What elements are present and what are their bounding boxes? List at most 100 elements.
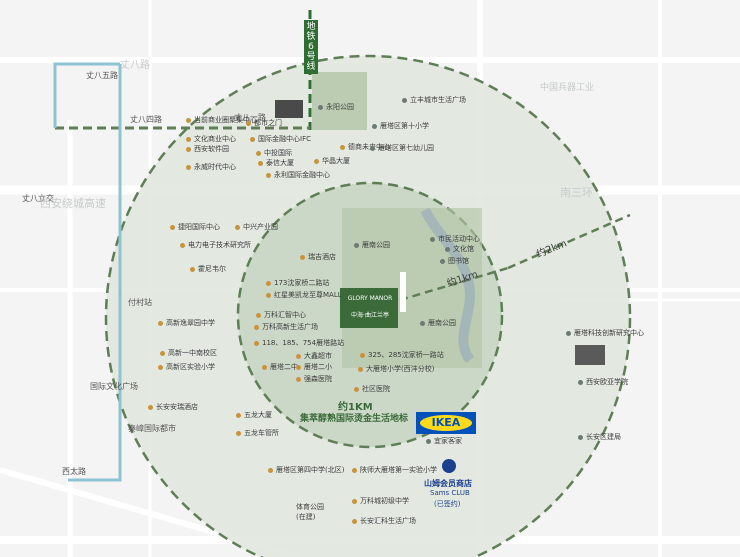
poi-dot-icon — [148, 404, 153, 410]
poi-item: 高新逸翠园中学 — [158, 318, 215, 328]
poi-item: 当前商业圈聚集中心 — [186, 115, 257, 125]
poi-item: 长安区建局 — [578, 432, 621, 442]
poi-item: 万科城初级中学 — [352, 496, 409, 506]
project-name: GLORY MANOR — [347, 295, 393, 302]
poi-label: 华晶大厦 — [322, 157, 350, 165]
ikea-oval — [420, 415, 472, 431]
sams-en: Sams CLUB — [430, 489, 470, 497]
poi-label: 社区医院 — [362, 385, 390, 393]
poi-dot-icon — [340, 144, 345, 150]
poi-item: 中投国际 — [256, 148, 292, 158]
project-block — [340, 288, 398, 328]
poi-item: 社区医院 — [354, 384, 390, 394]
poi-dot-icon — [246, 120, 251, 126]
dushi-gate-icon — [275, 100, 303, 118]
park-south-name: 体育公园 — [296, 503, 324, 511]
poi-label: 高新逸翠园中学 — [166, 319, 215, 327]
poi-item: 雁塔区第十小学 — [372, 121, 429, 131]
poi-dot-icon — [158, 320, 163, 326]
location-pin-icon — [578, 379, 583, 385]
poi-label: 雁塔区第七幼儿园 — [378, 144, 434, 152]
location-pin-icon — [578, 434, 583, 440]
poi-label: 立丰城市生活广场 — [410, 96, 466, 104]
poi-dot-icon — [296, 376, 301, 382]
line5-stop-2: 丈八四路 — [130, 115, 162, 124]
poi-item: 雁塔区第七幼儿园 — [370, 143, 434, 153]
poi-item: 西安软件园 — [186, 144, 229, 154]
poi-item: 华晶大厦 — [314, 156, 350, 166]
line5-stop-6: 国际文化广场 — [90, 382, 138, 391]
poi-dot-icon — [266, 172, 271, 178]
poi-item: 永利国际金融中心 — [266, 170, 330, 180]
poi-item: 国际金融中心IFC — [250, 134, 311, 144]
project-road — [400, 272, 406, 312]
poi-item: 雁塔科技创新研究中心 — [566, 328, 644, 338]
line5-stop-4: 付村站 — [128, 298, 152, 307]
poi-dot-icon — [268, 467, 273, 473]
poi-dot-icon — [236, 412, 241, 418]
yongyang-park — [312, 72, 367, 130]
location-pin-icon — [445, 246, 450, 252]
line5-stop-3: 丈八立交 — [22, 194, 54, 203]
poi-item: 五龙大厦 — [236, 410, 272, 420]
poi-item: 西安欧亚学院 — [578, 377, 628, 387]
poi-item: 118、185、754雁塔路站 — [254, 338, 344, 348]
poi-item: 大雁塔小学(西沣分校) — [358, 364, 434, 374]
poi-label: 永威时代中心 — [194, 163, 236, 171]
poi-item: 325、285沈家桥一路站 — [360, 350, 444, 360]
poi-label: 永阳公园 — [326, 103, 354, 111]
poi-item: 雁南公园 — [420, 318, 456, 328]
location-pin-icon — [566, 330, 571, 336]
poi-label: 雁塔科技创新研究中心 — [574, 329, 644, 337]
poi-dot-icon — [256, 312, 261, 318]
poi-label: 捷阳国际中心 — [178, 223, 220, 231]
km1-label: 约1km — [445, 269, 480, 290]
poi-dot-icon — [235, 224, 240, 230]
poi-dot-icon — [186, 164, 191, 170]
poi-item: 雁塔二中 — [262, 362, 298, 372]
poi-dot-icon — [358, 366, 363, 372]
poi-label: 雁塔区第十小学 — [380, 122, 429, 130]
university-icon — [575, 345, 605, 365]
poi-item: 雁南公园 — [354, 240, 390, 250]
poi-dot-icon — [254, 340, 259, 346]
poi-label: 长安区建局 — [586, 433, 621, 441]
poi-label: 长安安瑞酒店 — [156, 403, 198, 411]
poi-item: 红星美凯龙至尊MALL — [266, 290, 342, 300]
poi-dot-icon — [314, 158, 319, 164]
poi-label: 文化馆 — [453, 245, 474, 253]
poi-label: 市民活动中心 — [438, 235, 480, 243]
sams-note: (已签约) — [434, 500, 461, 508]
poi-dot-icon — [236, 430, 241, 436]
poi-dot-icon — [360, 352, 365, 358]
road-south-ring: 南三环 — [560, 186, 593, 199]
poi-label: 长安汇科生活广场 — [360, 517, 416, 525]
poi-label: 泰信大厦 — [266, 159, 294, 167]
sams-cn: 山姆会员商店 — [424, 479, 472, 488]
poi-dot-icon — [258, 160, 263, 166]
poi-item: 永威时代中心 — [186, 162, 236, 172]
poi-dot-icon — [354, 386, 359, 392]
poi-label: 万科高新生活广场 — [262, 323, 318, 331]
poi-dot-icon — [262, 364, 267, 370]
poi-label: 雁南公园 — [428, 319, 456, 327]
line5-stop-1: 丈八五路 — [86, 71, 118, 80]
poi-label: 陕师大雁塔第一实验小学 — [360, 466, 437, 474]
project-cn: 中海·曲江兰亭 — [351, 312, 389, 319]
poi-label: 五龙大厦 — [244, 411, 272, 419]
poi-item: 瑞吉酒店 — [300, 252, 336, 262]
poi-item: 万科汇智中心 — [256, 310, 306, 320]
location-pin-icon — [370, 145, 375, 151]
poi-item: 173沈家桥二路站 — [266, 278, 329, 288]
poi-dot-icon — [250, 136, 255, 142]
poi-item: 立丰城市生活广场 — [402, 95, 466, 105]
poi-item: 大鑫超市 — [296, 351, 332, 361]
poi-label: 大鑫超市 — [304, 352, 332, 360]
poi-dot-icon — [186, 136, 191, 142]
poi-item: 强森医院 — [296, 374, 332, 384]
poi-label: 图书馆 — [448, 257, 469, 265]
poi-dot-icon — [190, 266, 195, 272]
poi-label: 雁塔区第四中学(北区) — [276, 466, 345, 474]
